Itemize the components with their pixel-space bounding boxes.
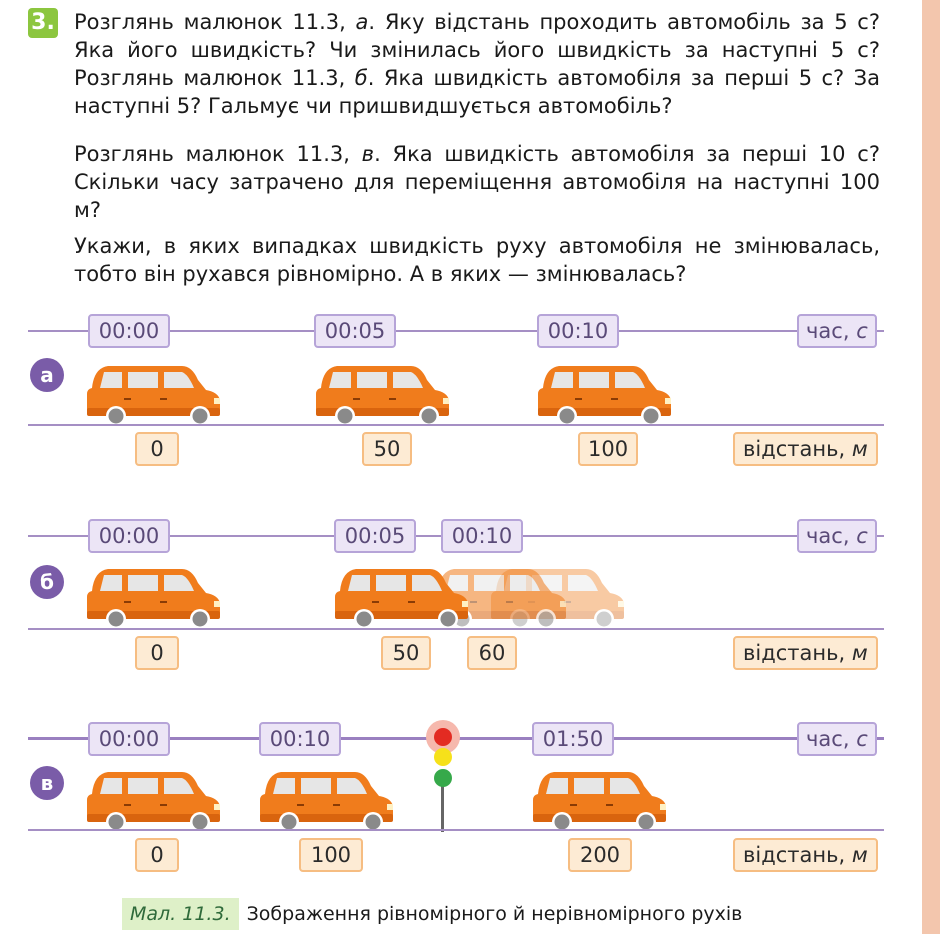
car-icon [335, 569, 468, 627]
distance-marker: 50 [381, 636, 431, 670]
distance-marker: 0 [135, 432, 179, 466]
distance-marker: 200 [568, 838, 632, 872]
scene-label-b: б [30, 565, 64, 599]
distance-axis-label: відстань, м [733, 838, 878, 872]
time-axis-label: час, с [797, 519, 877, 553]
car-icon [87, 569, 220, 627]
time-axis-line [28, 330, 884, 332]
time-marker: 00:00 [88, 722, 170, 756]
car-icon [87, 366, 220, 424]
time-marker: 01:50 [532, 722, 614, 756]
distance-marker: 0 [135, 838, 179, 872]
distance-marker: 100 [578, 432, 638, 466]
task-paragraph-2: Розглянь малюнок 11.3, в. Яка швидкість … [74, 142, 880, 222]
distance-marker: 100 [299, 838, 363, 872]
scene-label-a: а [30, 358, 64, 392]
distance-axis-line [28, 628, 884, 630]
car-icon [87, 772, 220, 830]
task-paragraph-3: Укажи, в яких випадках швидкість руху ав… [74, 234, 880, 286]
distance-marker: 50 [362, 432, 412, 466]
traffic-light-icon [426, 720, 460, 832]
car-icon [316, 366, 449, 424]
scene-label-c: в [30, 766, 64, 800]
time-marker: 00:00 [88, 519, 170, 553]
distance-marker: 0 [135, 636, 179, 670]
time-marker: 00:10 [537, 314, 619, 348]
time-axis-label: час, с [797, 722, 877, 756]
car-icon [533, 772, 666, 830]
figure-caption-lead: Мал. 11.3. [122, 898, 239, 930]
car-icon [538, 366, 671, 424]
task-paragraph-1: Розглянь малюнок 11.3, а. Яку відстань п… [74, 10, 881, 118]
time-marker: 00:05 [334, 519, 416, 553]
task-number-badge: 3. [28, 8, 58, 38]
distance-axis-label: відстань, м [733, 636, 878, 670]
time-marker: 00:05 [314, 314, 396, 348]
time-marker: 00:10 [259, 722, 341, 756]
distance-axis-line [28, 829, 884, 831]
distance-axis-label: відстань, м [733, 432, 878, 466]
page-edge-bar [922, 0, 940, 934]
scene-b: 00:00 00:05 00:10 час, с б 0 50 60 відст… [0, 515, 922, 675]
time-axis-label: час, с [797, 314, 877, 348]
scene-c: 00:00 00:10 01:50 час, с в 0 100 200 від… [0, 718, 922, 878]
distance-marker: 60 [467, 636, 517, 670]
scene-a: 00:00 00:05 00:10 час, с а 0 50 100 відс… [0, 310, 922, 470]
figure-caption-text: Зображення рівномірного й нерівномірного… [246, 903, 743, 925]
car-icon [260, 772, 393, 830]
time-marker: 00:00 [88, 314, 170, 348]
time-marker: 00:10 [441, 519, 523, 553]
figure-caption: Мал. 11.3. Зображення рівномірного й нері… [122, 898, 742, 930]
distance-axis-line [28, 424, 884, 426]
